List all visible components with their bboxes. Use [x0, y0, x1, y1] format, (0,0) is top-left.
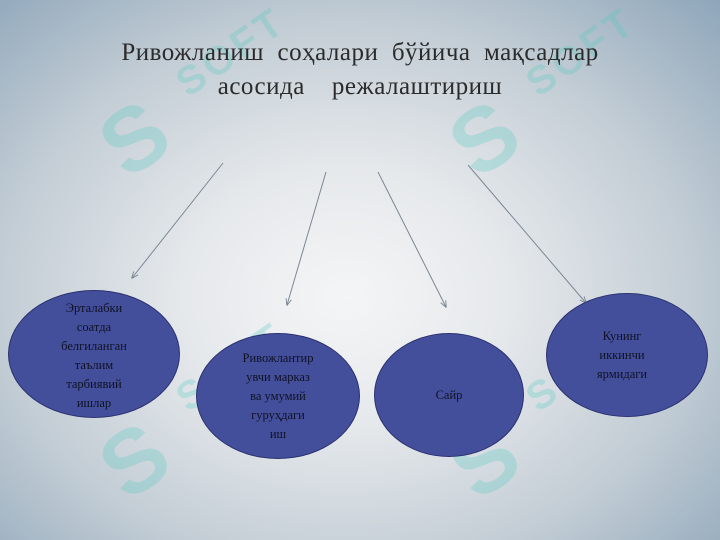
node-development-center: Ривожлантир увчи марказ ва умумий гуруҳд… — [196, 333, 360, 459]
node-development-center-label: Ривожлантир увчи марказ ва умумий гуруҳд… — [242, 350, 314, 441]
node-morning-activities-label: Эрталабки соатда белгиланган таълим тарб… — [61, 301, 127, 410]
node-afternoon-label: Кунинг иккинчи ярмидаги — [596, 328, 648, 381]
arrow-to-afternoon — [467, 164, 586, 303]
node-morning-activities: Эрталабки соатда белгиланган таълим тарб… — [8, 290, 180, 418]
slide-title-line-1: Ривожланиш соҳалари бўйича мақсадлар — [121, 39, 599, 66]
arrow-to-morning-activities — [132, 162, 224, 278]
slide-title-line-2: асосида режалаштириш — [217, 73, 503, 100]
node-afternoon: Кунинг иккинчи ярмидаги — [546, 293, 708, 417]
node-walk: Сайр — [374, 333, 524, 457]
slide-title: Ривожланиш соҳалари бўйича мақсадлар асо… — [40, 36, 680, 104]
arrow-to-development-center — [287, 171, 327, 305]
arrow-to-walk — [377, 171, 446, 307]
node-walk-label: Сайр — [435, 387, 463, 402]
